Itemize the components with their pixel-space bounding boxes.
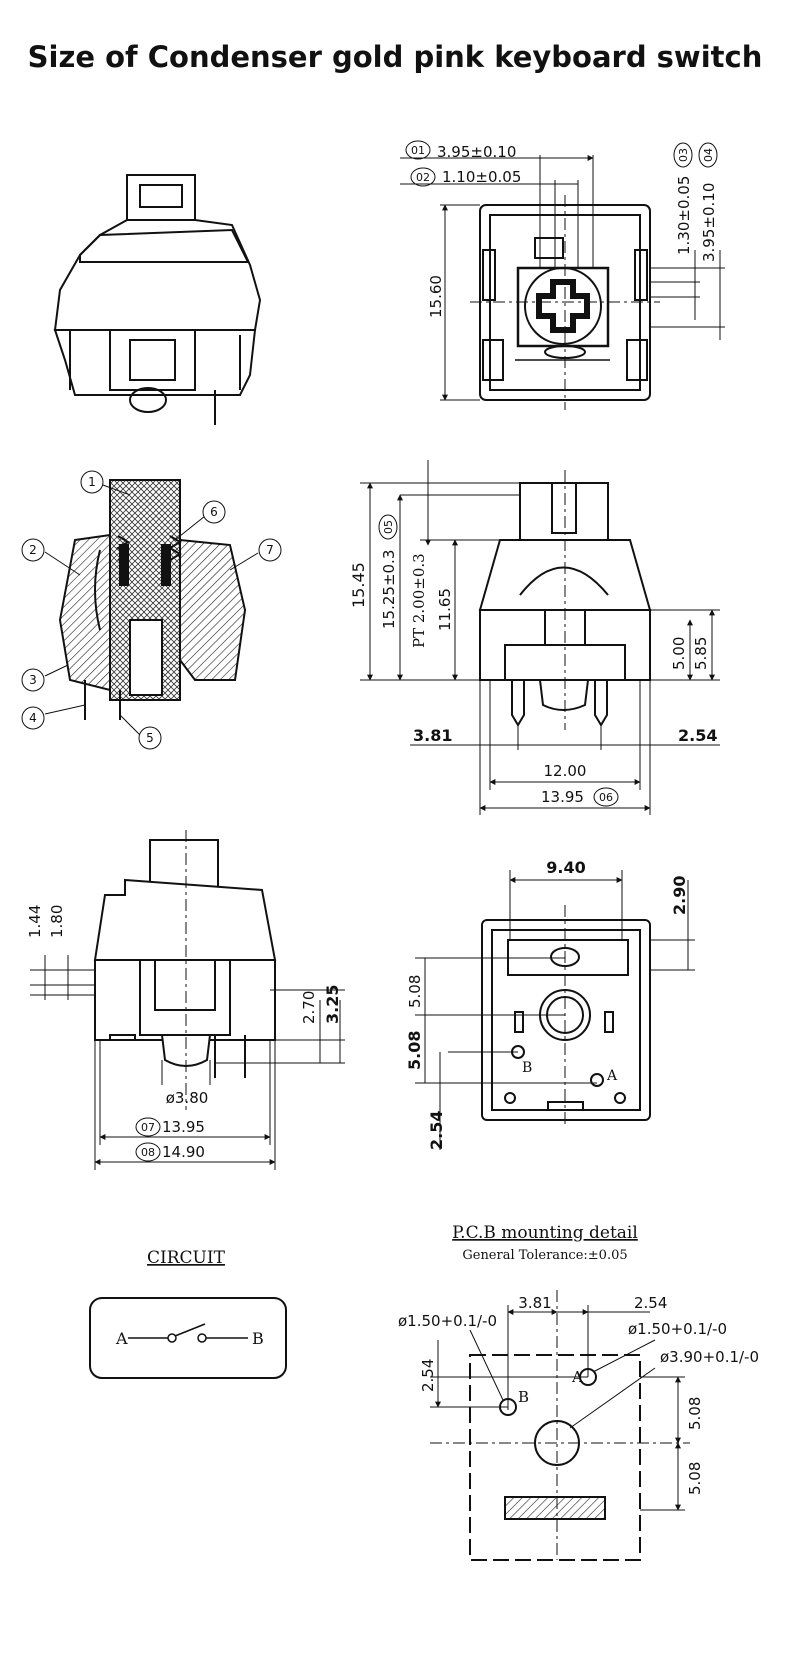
pin-b-label: B	[522, 1060, 532, 1076]
section-view	[58, 479, 247, 720]
dim-5-08-b: 5.08	[405, 1031, 424, 1070]
section-callout-labels: 1 2 3 4 5 6 7	[29, 475, 274, 745]
callout-2: 2	[29, 543, 37, 557]
dim-9-40: 9.40	[546, 858, 585, 877]
dim-13-95-side: 13.95	[162, 1118, 205, 1136]
pcb-tolerance: General Tolerance:±0.05	[462, 1248, 627, 1263]
callout-6: 6	[210, 505, 218, 519]
callout-5: 5	[146, 731, 154, 745]
circuit-a: A	[115, 1329, 128, 1348]
front-view-labels: 15.45 15.25±0.3 05 PT 2.00±0.3 11.65 5.0…	[349, 514, 717, 807]
top-view-dims	[400, 155, 725, 401]
tag-03: 03	[677, 148, 690, 162]
callout-1: 1	[88, 475, 96, 489]
circuit-b: B	[252, 1329, 264, 1348]
circuit-title: CIRCUIT	[147, 1248, 226, 1268]
pcb-dim-5-08-b: 5.08	[686, 1462, 704, 1495]
dim-dia-3-80: ø3.80	[166, 1089, 209, 1107]
pcb-dim-5-08-a: 5.08	[686, 1397, 704, 1430]
dim-5-00: 5.00	[670, 637, 688, 670]
callout-7: 7	[266, 543, 274, 557]
top-view-centerlines	[470, 195, 660, 410]
bottom-view	[481, 919, 651, 1121]
callout-4: 4	[29, 711, 37, 725]
tag-04: 04	[702, 148, 715, 162]
tag-08: 08	[141, 1146, 155, 1159]
side-view-labels: 1.44 1.80 2.70 3.25 ø3.80 07 13.95 08 14…	[26, 905, 342, 1162]
top-view-tag-04: 04 3.95±0.10	[698, 142, 718, 262]
dim-11-65: 11.65	[436, 588, 454, 631]
dim-04: 3.95±0.10	[700, 183, 718, 262]
dim-15-25: 15.25±0.3	[380, 550, 398, 629]
side-view	[93, 839, 277, 1078]
pcb-dim-3-81: 3.81	[518, 1294, 551, 1312]
pcb-dim-2-54-h: 2.54	[634, 1294, 667, 1312]
pcb-label-a: A	[571, 1368, 583, 1386]
pcb-detail: P.C.B mounting detail General Tolerance:…	[398, 1223, 759, 1561]
bottom-view-labels: 9.40 2.90 5.08 5.08 2.54 B A	[405, 858, 689, 1150]
dim-5-08-a: 5.08	[406, 975, 424, 1008]
tag-01: 01	[411, 144, 425, 157]
callout-3: 3	[29, 673, 37, 687]
dim-3-81: 3.81	[413, 726, 452, 745]
tag-05: 05	[382, 520, 395, 534]
pcb-hole-a: ø1.50+0.1/-0	[628, 1320, 727, 1338]
dim-3-25: 3.25	[323, 985, 342, 1024]
dim-13-95: 13.95	[541, 788, 584, 806]
dim-01: 3.95±0.10	[437, 143, 516, 161]
dim-pt: PT 2.00±0.3	[410, 553, 428, 648]
dim-2-90: 2.90	[670, 876, 689, 915]
dim-1-44: 1.44	[26, 905, 44, 938]
pcb-label-b: B	[518, 1388, 529, 1406]
dim-1-80: 1.80	[48, 905, 66, 938]
circuit-diagram: CIRCUIT A B	[89, 1248, 287, 1379]
pcb-dim-2-54-v: 2.54	[419, 1359, 437, 1392]
section-callouts	[21, 470, 282, 750]
page-title: Size of Condenser gold pink keyboard swi…	[27, 40, 763, 74]
tag-06: 06	[599, 791, 613, 804]
dim-2-54-bottom: 2.54	[427, 1111, 446, 1150]
tag-02: 02	[416, 171, 430, 184]
bottom-view-dims	[415, 870, 695, 1150]
pcb-hole-b: ø1.50+0.1/-0	[398, 1312, 497, 1330]
pcb-hole-c: ø3.90+0.1/-0	[660, 1348, 759, 1366]
dim-02: 1.10±0.05	[442, 168, 521, 186]
dim-03: 1.30±0.05	[675, 176, 693, 255]
dim-5-85: 5.85	[692, 637, 710, 670]
tag-07: 07	[141, 1121, 155, 1134]
dim-2-54: 2.54	[678, 726, 717, 745]
dim-2-70: 2.70	[300, 991, 318, 1024]
pin-a-label: A	[606, 1068, 618, 1084]
top-view-tag-02: 02 1.10±0.05	[410, 167, 521, 187]
dim-12-00: 12.00	[544, 762, 587, 780]
front-view-dims	[360, 460, 720, 815]
pcb-title: P.C.B mounting detail	[452, 1223, 638, 1243]
top-view-height: 15.60	[427, 275, 445, 318]
dim-15-45: 15.45	[349, 562, 368, 608]
dim-14-90: 14.90	[162, 1143, 205, 1161]
side-view-dims	[30, 830, 345, 1170]
isometric-view	[53, 174, 262, 425]
top-view-tag-03: 03 1.30±0.05	[673, 142, 693, 255]
top-view-tag-01: 01 3.95±0.10	[405, 140, 516, 161]
